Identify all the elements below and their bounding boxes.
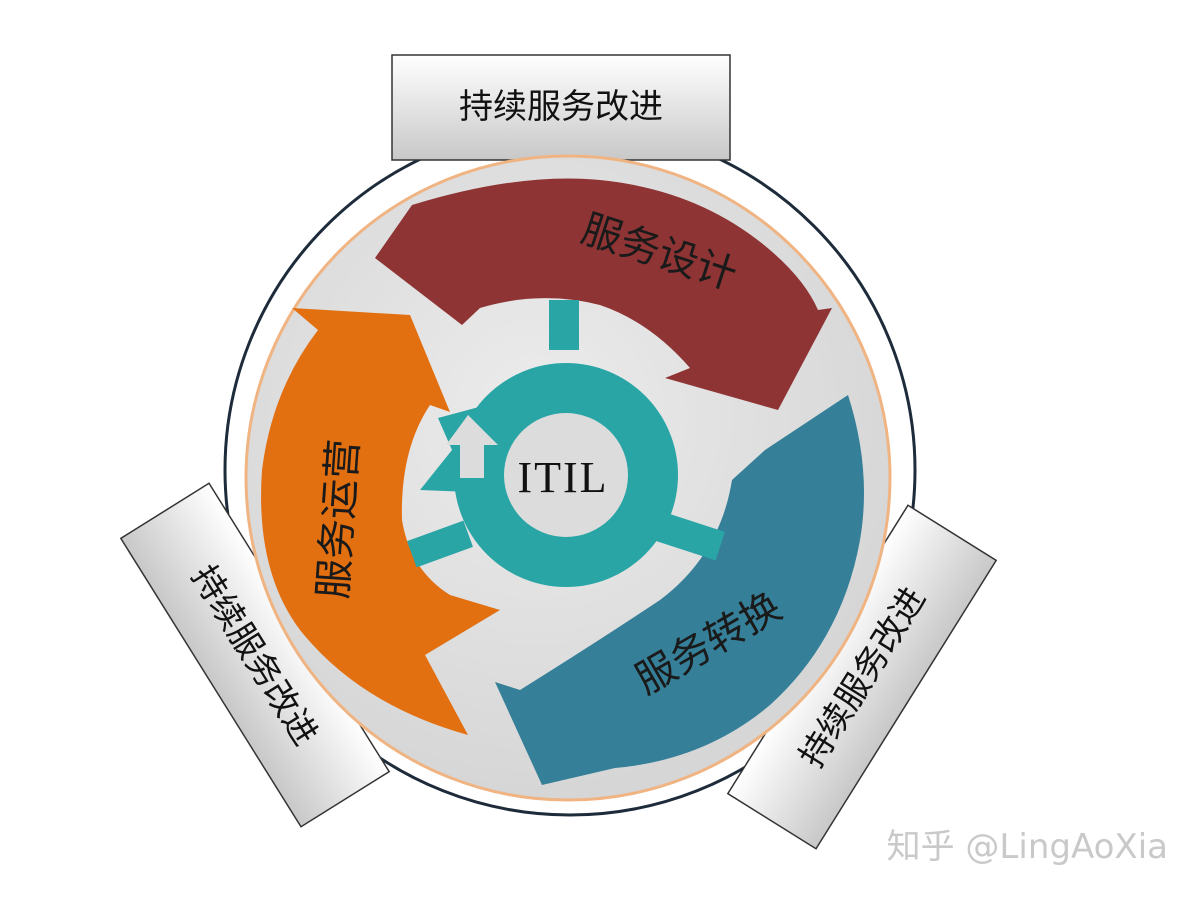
service-design-arrow — [375, 178, 832, 410]
service-operation-label: 服务运营 — [311, 438, 368, 601]
csi-box-top: 持续服务改进 — [391, 54, 731, 161]
service-transition-arrow — [495, 395, 864, 785]
service-operation-arrow — [261, 308, 500, 735]
itil-core-label: ITIL — [517, 453, 608, 502]
itil-core-ring — [407, 300, 725, 587]
watermark: 知乎 @LingAoXia — [887, 827, 1168, 867]
csi-box-top-label: 持续服务改进 — [459, 87, 663, 127]
